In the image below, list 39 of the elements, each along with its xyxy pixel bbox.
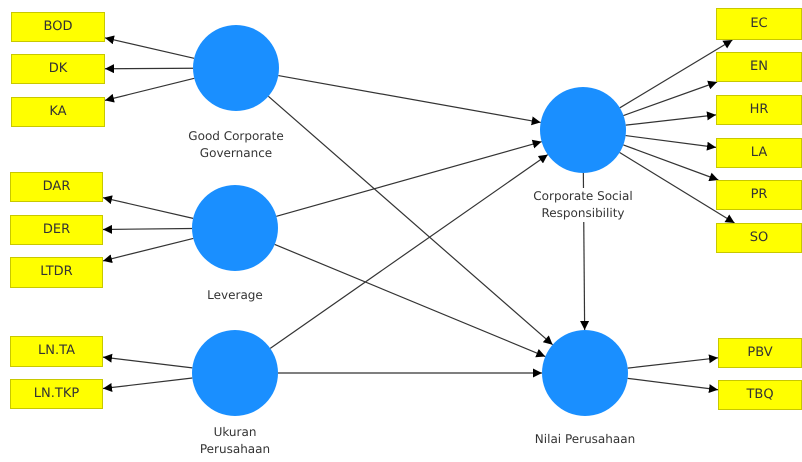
arrow	[620, 39, 733, 108]
indicator-box: BOD	[11, 12, 105, 42]
arrow	[628, 354, 718, 369]
arrow	[102, 238, 194, 264]
arrow	[626, 111, 716, 126]
arrow	[628, 378, 718, 394]
indicator-box: LN.TKP	[10, 379, 103, 409]
indicator-box: KA	[11, 97, 105, 127]
indicator-box: DER	[10, 215, 103, 245]
arrow	[623, 144, 719, 182]
indicator-box: PBV	[718, 338, 802, 368]
arrow	[104, 35, 194, 59]
construct-label: Leverage	[207, 287, 263, 304]
arrow	[623, 80, 718, 116]
indicator-box: EN	[716, 52, 802, 82]
arrow	[102, 354, 192, 368]
indicator-box: SO	[716, 223, 802, 253]
indicator-box: PR	[716, 180, 802, 210]
arrow	[104, 78, 194, 103]
arrow	[274, 244, 546, 358]
indicator-box: TBQ	[718, 380, 802, 410]
indicator-box: EC	[716, 8, 802, 40]
arrow	[626, 134, 716, 151]
arrow	[619, 152, 735, 224]
indicator-box: DAR	[10, 172, 103, 202]
indicator-box: LN.TA	[10, 336, 103, 367]
arrow	[102, 377, 192, 392]
arrow	[102, 195, 194, 219]
arrow	[270, 154, 548, 349]
indicator-box: DK	[11, 54, 105, 84]
arrow	[278, 368, 542, 378]
indicator-box: HR	[716, 95, 802, 125]
arrow	[105, 64, 193, 74]
indicator-box: LA	[716, 138, 802, 168]
arrow	[278, 74, 541, 126]
arrow	[276, 140, 542, 217]
arrow	[268, 96, 554, 346]
arrow	[103, 224, 192, 234]
indicator-box: LTDR	[10, 257, 103, 288]
